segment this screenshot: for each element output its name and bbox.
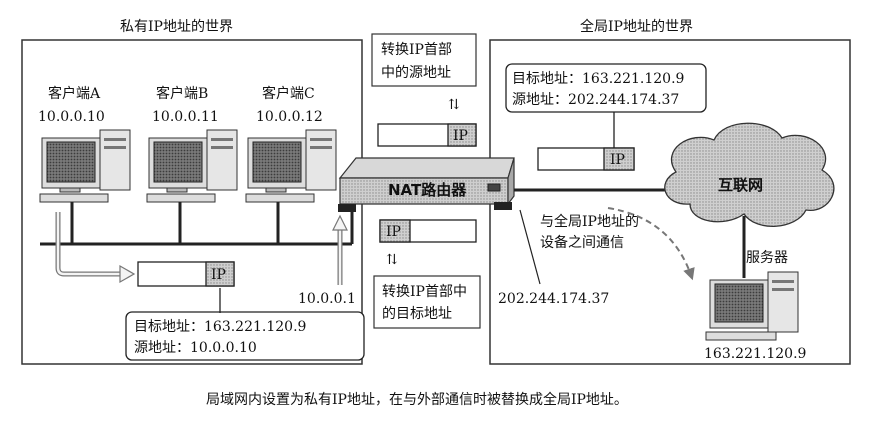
note-src-line2: 中的源地址 <box>381 65 451 81</box>
router-out-packet-ip-label: IP <box>453 128 468 144</box>
client-b-name: 客户端B <box>156 85 208 102</box>
global-packet-callout <box>505 63 707 113</box>
client-a-computer-icon <box>39 129 131 203</box>
note-dst-line2: 的目标地址 <box>382 306 452 322</box>
client-b-ip: 10.0.0.11 <box>152 109 219 125</box>
comm-note-line1: 与全局IP地址的 <box>540 213 639 230</box>
router-wan-pointer <box>519 209 541 285</box>
client-b-computer-icon <box>146 129 238 203</box>
router-wan-ip: 202.244.174.37 <box>498 291 609 307</box>
private-packet-src: 源地址：10.0.0.10 <box>134 340 257 356</box>
lan-packet-ip-header <box>205 261 235 287</box>
note-src-box <box>371 33 477 87</box>
internet-label: 互联网 <box>718 176 763 194</box>
wan-packet-ip-label: IP <box>610 152 625 168</box>
server-ip: 163.221.120.9 <box>704 346 806 362</box>
note-dst-box <box>373 275 481 329</box>
comm-dashed-arrow <box>607 207 695 281</box>
note-src-updown-icon: ⇅ <box>448 97 460 113</box>
nat-router-label: NAT路由器 <box>388 181 467 199</box>
note-dst-line1: 转换IP首部中 <box>382 283 467 300</box>
wan-packet-ip-header <box>603 147 635 171</box>
global-packet-src: 源地址：202.244.174.37 <box>512 92 679 108</box>
router-out-packet-ip-header <box>447 123 477 147</box>
router-lan-ip: 10.0.0.1 <box>298 291 356 307</box>
lan-packet-ip-label: IP <box>211 267 226 283</box>
private-packet-dst: 目标地址：163.221.120.9 <box>134 319 306 335</box>
client-c-name: 客户端C <box>262 85 315 102</box>
client-c-computer-icon <box>245 129 337 203</box>
note-src-line1: 转换IP首部 <box>381 41 452 58</box>
diagram-caption: 局域网内设置为私有IP地址，在与外部通信时被替换成全局IP地址。 <box>206 391 628 408</box>
note-dst-updown-icon: ⇅ <box>386 252 398 268</box>
server-label: 服务器 <box>746 250 788 266</box>
private-packet-callout <box>125 311 365 361</box>
router-in-packet-ip-label: IP <box>386 224 401 240</box>
client-a-name: 客户端A <box>48 85 101 102</box>
client-c-ip: 10.0.0.12 <box>256 109 323 125</box>
lan-flow-arrowhead <box>119 264 136 284</box>
nat-router-icon <box>338 157 515 212</box>
comm-note-line2: 设备之间通信 <box>540 234 624 251</box>
private-region-title: 私有IP地址的世界 <box>120 19 233 35</box>
client-a-ip: 10.0.0.10 <box>38 109 105 125</box>
global-region-title: 全局IP地址的世界 <box>580 18 693 35</box>
internet-cloud-icon <box>664 122 835 227</box>
global-packet-dst: 目标地址：163.221.120.9 <box>512 71 684 87</box>
server-computer-icon <box>705 271 799 341</box>
router-in-packet-ip-header <box>379 219 411 243</box>
